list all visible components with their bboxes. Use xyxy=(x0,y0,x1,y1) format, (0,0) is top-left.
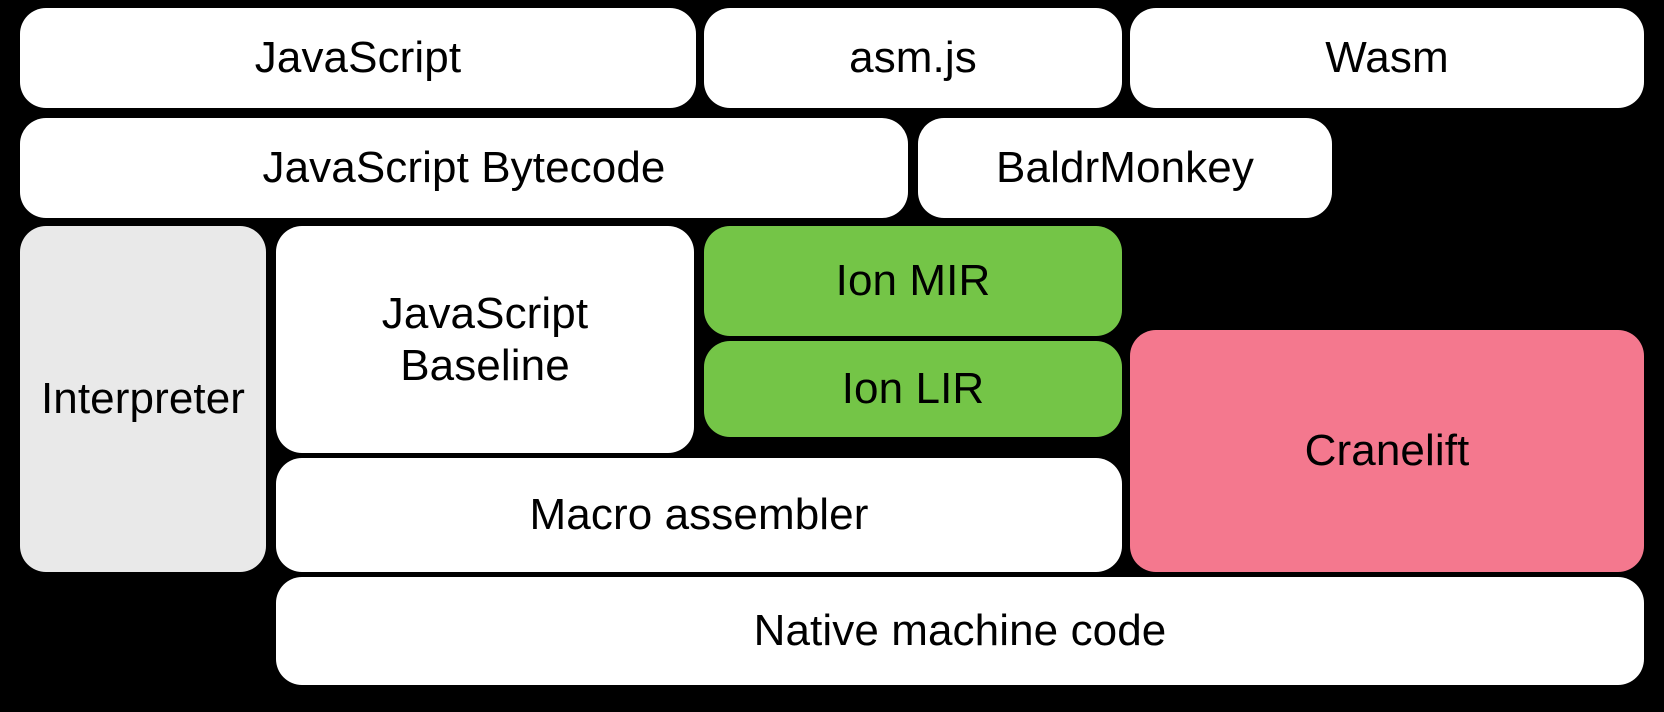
node-label: JavaScript Bytecode xyxy=(262,143,666,193)
node-wasm[interactable]: Wasm xyxy=(1130,8,1644,108)
node-cranelift[interactable]: Cranelift xyxy=(1130,330,1644,572)
node-javascript[interactable]: JavaScript xyxy=(20,8,696,108)
node-ion-lir[interactable]: Ion LIR xyxy=(704,341,1122,437)
node-label: Cranelift xyxy=(1304,426,1470,476)
node-label: Native machine code xyxy=(753,606,1167,656)
node-ion-mir[interactable]: Ion MIR xyxy=(704,226,1122,336)
node-baldrmonkey[interactable]: BaldrMonkey xyxy=(918,118,1332,218)
node-javascript-baseline[interactable]: JavaScript Baseline xyxy=(276,226,694,453)
node-interpreter[interactable]: Interpreter xyxy=(20,226,266,572)
node-label: Wasm xyxy=(1325,33,1449,83)
node-label: Ion LIR xyxy=(841,364,985,414)
node-javascript-bytecode[interactable]: JavaScript Bytecode xyxy=(20,118,908,218)
node-label: Macro assembler xyxy=(529,490,869,540)
node-label: JavaScript xyxy=(254,33,462,83)
node-macro-assembler[interactable]: Macro assembler xyxy=(276,458,1122,572)
node-label: Ion MIR xyxy=(835,256,991,306)
node-native-machine-code[interactable]: Native machine code xyxy=(276,577,1644,685)
node-asmjs[interactable]: asm.js xyxy=(704,8,1122,108)
node-label: Interpreter xyxy=(40,374,246,424)
node-label: JavaScript Baseline xyxy=(381,289,589,390)
node-label: asm.js xyxy=(849,33,977,83)
node-label: BaldrMonkey xyxy=(996,143,1254,193)
